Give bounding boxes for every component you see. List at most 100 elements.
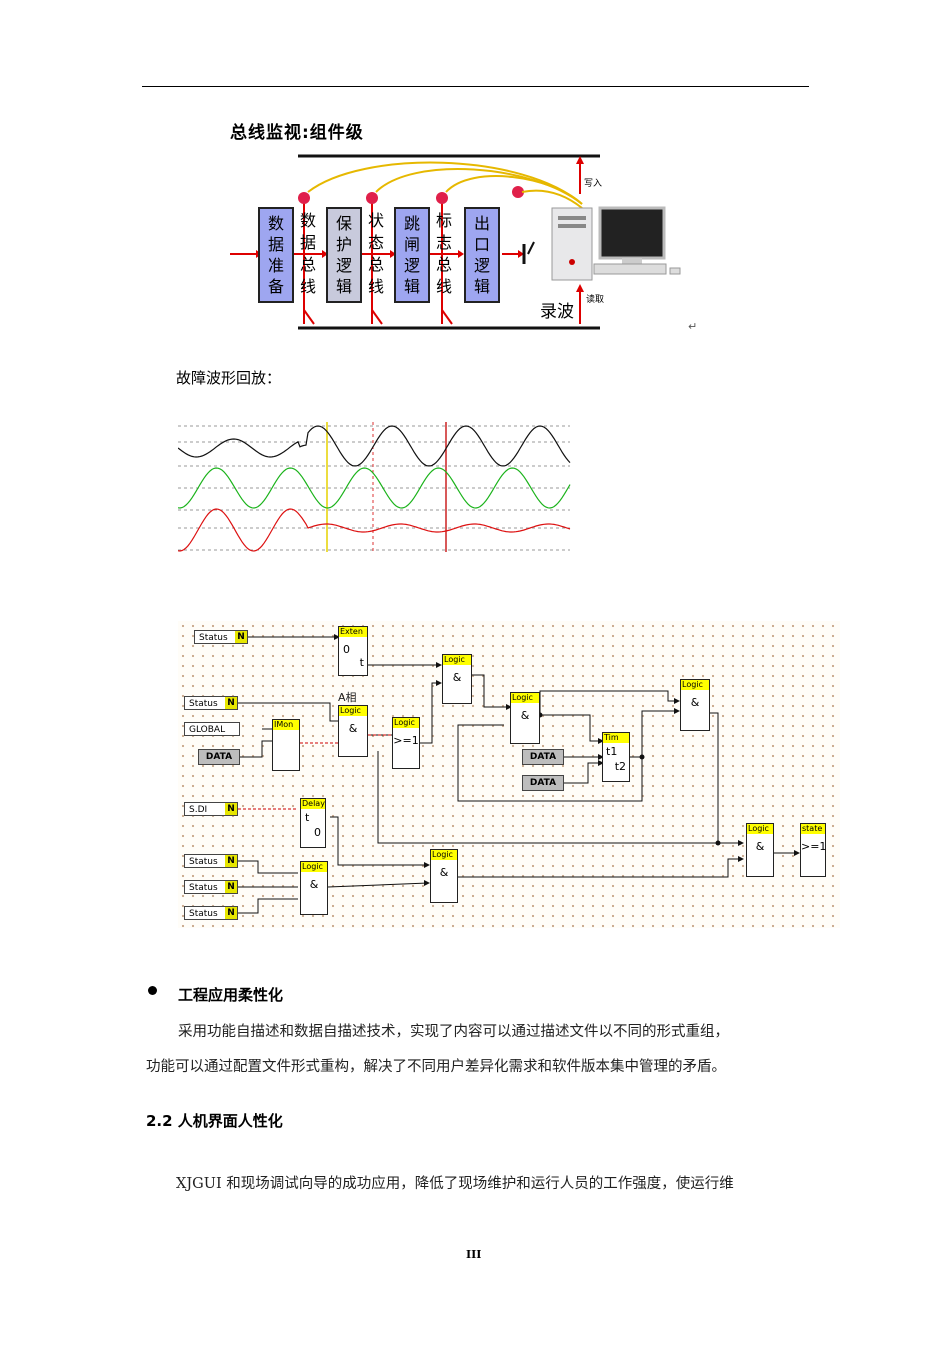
block-header: Logic bbox=[443, 655, 471, 665]
status-label: GLOBAL bbox=[189, 725, 226, 735]
bus-char: 线 bbox=[435, 277, 452, 296]
imon-block[interactable]: IMon bbox=[272, 719, 300, 771]
logic-low2-block[interactable]: Logic & bbox=[430, 849, 458, 903]
status-flag: N bbox=[235, 631, 247, 643]
block-symbol: t1 bbox=[606, 745, 618, 758]
page-number: III bbox=[466, 1248, 482, 1261]
status-input[interactable]: Status N bbox=[184, 696, 238, 710]
block-header: Logic bbox=[339, 706, 367, 716]
status-label: Status bbox=[189, 857, 218, 867]
block-header: Tim bbox=[603, 733, 629, 743]
logic-mid-block[interactable]: Logic & bbox=[510, 692, 540, 744]
waveform-red bbox=[178, 508, 571, 552]
block-symbol: 0 bbox=[343, 643, 350, 656]
block-header: Logic bbox=[431, 850, 457, 860]
global-input[interactable]: GLOBAL bbox=[184, 722, 240, 736]
timer-block[interactable]: Tim t1 t2 bbox=[602, 732, 630, 782]
logic-top-block[interactable]: Logic & bbox=[442, 654, 472, 704]
state-block[interactable]: state >=1 bbox=[800, 823, 826, 877]
block-char: 备 bbox=[267, 277, 284, 296]
block-symbol: & bbox=[452, 671, 462, 684]
status-input[interactable]: Status N bbox=[184, 854, 238, 868]
block-header: IMon bbox=[273, 720, 299, 730]
bus-char: 志 bbox=[435, 233, 452, 252]
bus-char: 总 bbox=[367, 255, 384, 274]
block-symbol: t2 bbox=[614, 760, 626, 773]
status-input[interactable]: Status N bbox=[184, 906, 238, 920]
bus-char: 数 bbox=[299, 211, 316, 230]
block-char: 数 bbox=[267, 214, 284, 233]
block-char: 护 bbox=[335, 235, 352, 254]
logic-or-block[interactable]: Logic >=1 bbox=[392, 717, 420, 769]
paragraph-line: 采用功能自描述和数据自描述技术，实现了内容可以通过描述文件以不同的形式重组， bbox=[178, 1024, 729, 1040]
block-symbol: & bbox=[348, 722, 358, 735]
block-protection-logic: 保 护 逻 辑 bbox=[326, 207, 362, 303]
block-char: 辑 bbox=[403, 277, 420, 296]
bus-char: 据 bbox=[299, 233, 316, 252]
data-input[interactable]: DATA bbox=[522, 775, 564, 791]
bus-char: 态 bbox=[367, 233, 384, 252]
logic-right-block[interactable]: Logic & bbox=[680, 679, 710, 731]
status-label: S.DI bbox=[189, 805, 208, 815]
status-flag: N bbox=[225, 803, 237, 815]
phase-label: A相 bbox=[338, 691, 357, 704]
waveform-caption: 故障波形回放： bbox=[176, 369, 282, 387]
write-label: 写入 bbox=[584, 179, 603, 189]
block-symbol: & bbox=[520, 709, 530, 722]
block-symbol: t bbox=[305, 811, 310, 824]
data-input[interactable]: DATA bbox=[522, 749, 564, 765]
bus-char: 总 bbox=[299, 255, 316, 274]
record-label: 录波 bbox=[540, 302, 574, 322]
status-input[interactable]: Status N bbox=[184, 880, 238, 894]
block-char: 口 bbox=[473, 235, 490, 254]
header-rule bbox=[142, 86, 809, 87]
status-label: Status bbox=[189, 909, 218, 919]
waveform-black bbox=[178, 425, 571, 467]
section-heading: 2.2 人机界面人性化 bbox=[146, 1112, 283, 1130]
bus-monitor-figure: 总线监视:组件级 bbox=[222, 112, 752, 334]
block-char: 辑 bbox=[335, 277, 352, 296]
block-header: Logic bbox=[747, 824, 773, 834]
bullet-heading: 工程应用柔性化 bbox=[178, 986, 284, 1004]
logic-diagram: Status N Status N GLOBAL DATA S.DI N Sta… bbox=[178, 621, 840, 928]
block-char: 跳 bbox=[403, 214, 420, 233]
status-label: Status bbox=[199, 633, 228, 643]
status-input[interactable]: Status N bbox=[194, 630, 248, 644]
bus-monitor-lines bbox=[230, 154, 681, 330]
block-char: 准 bbox=[267, 256, 284, 275]
status-flag: N bbox=[225, 697, 237, 709]
delay-block[interactable]: Delay t 0 bbox=[300, 798, 326, 848]
return-mark: ↵ bbox=[688, 320, 698, 333]
block-symbol: t bbox=[359, 656, 364, 669]
sdi-input[interactable]: S.DI N bbox=[184, 802, 238, 816]
block-symbol: >=1 bbox=[801, 840, 827, 853]
block-char: 逻 bbox=[335, 256, 352, 275]
bus-label-status: 状 态 总 线 bbox=[366, 210, 386, 298]
block-char: 闸 bbox=[403, 235, 420, 254]
logic-wires bbox=[238, 634, 800, 914]
data-input[interactable]: DATA bbox=[198, 749, 240, 765]
status-flag: N bbox=[225, 907, 237, 919]
bus-char: 状 bbox=[367, 211, 384, 230]
block-symbol: & bbox=[690, 696, 700, 709]
figure-title: 总线监视:组件级 bbox=[230, 123, 364, 143]
block-header: Logic bbox=[511, 693, 539, 703]
logic-low1-block[interactable]: Logic & bbox=[300, 861, 328, 915]
block-header: Logic bbox=[681, 680, 709, 690]
block-char: 逻 bbox=[403, 256, 420, 275]
block-char: 保 bbox=[335, 214, 352, 233]
bus-char: 线 bbox=[299, 277, 316, 296]
extend-block[interactable]: Exten 0 t bbox=[338, 626, 368, 676]
block-symbol: >=1 bbox=[393, 734, 419, 747]
logic-final-block[interactable]: Logic & bbox=[746, 823, 774, 877]
status-flag: N bbox=[225, 881, 237, 893]
block-trip-logic: 跳 闸 逻 辑 bbox=[394, 207, 430, 303]
status-label: Status bbox=[189, 883, 218, 893]
bus-char: 线 bbox=[367, 277, 384, 296]
block-char: 出 bbox=[473, 214, 490, 233]
block-data-prep: 数 据 准 备 bbox=[258, 207, 294, 303]
bus-label-flag: 标 志 总 线 bbox=[434, 210, 454, 298]
logic-and-block[interactable]: Logic & bbox=[338, 705, 368, 757]
block-header: Logic bbox=[301, 862, 327, 872]
block-char: 逻 bbox=[473, 256, 490, 275]
